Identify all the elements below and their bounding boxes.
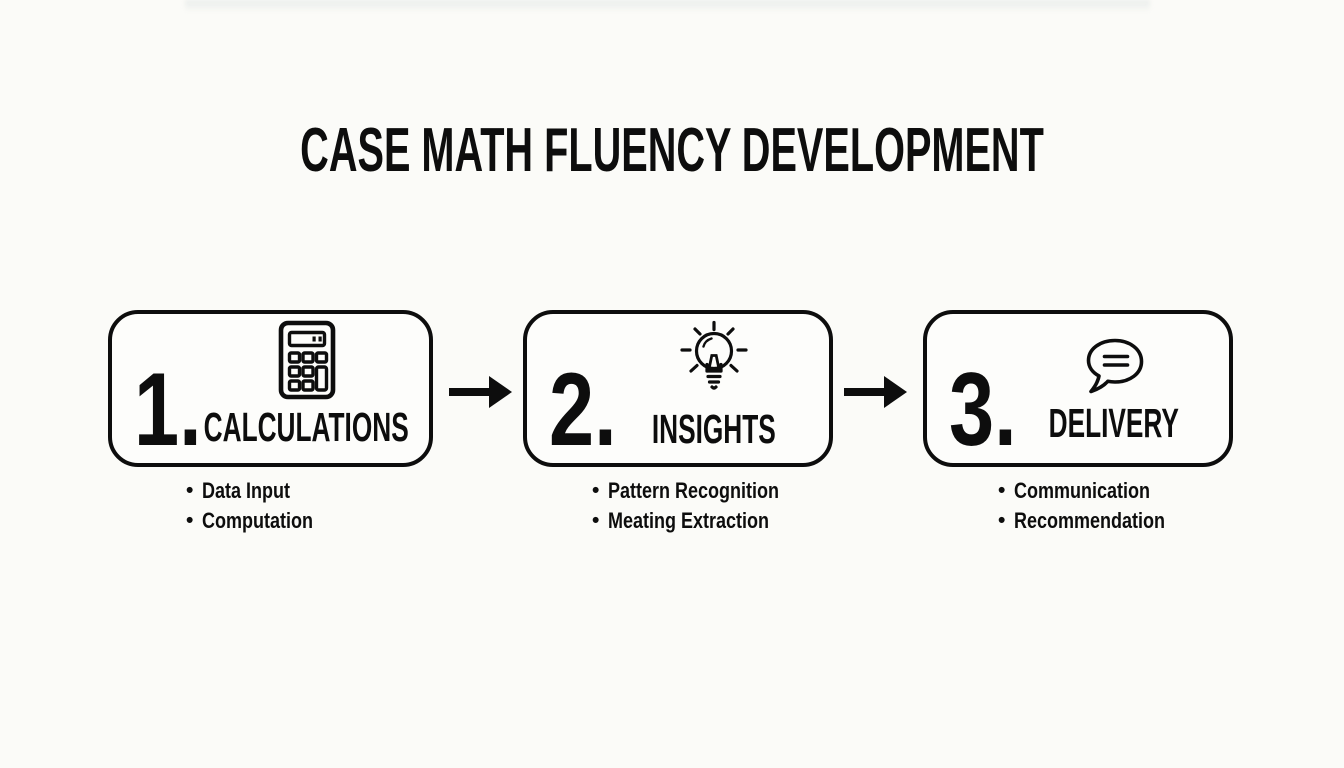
step-card-delivery: 3. DELIVERY: [923, 310, 1233, 467]
step-bullets-insights: • Pattern Recognition • Meating Extracti…: [592, 478, 822, 540]
calculator-icon: [278, 320, 336, 400]
bullet-text: Computation: [202, 507, 314, 533]
step-label-calculations: CALCULATIONS: [203, 404, 410, 450]
page-title: CASE MATH FLUENCY DEVELOPMENT: [0, 120, 1344, 182]
bullet-text: Data Input: [202, 478, 291, 503]
bullet-item: • Pattern Recognition: [592, 478, 822, 510]
right-arrow-icon: [449, 376, 512, 408]
bullet-dot: •: [998, 479, 1006, 502]
bullet-dot: •: [592, 479, 600, 502]
top-edge-artifact: [185, 0, 1150, 13]
step-bullets-delivery: • Communication • Recommendation: [998, 478, 1203, 540]
step-number-1: 1.: [134, 352, 202, 469]
step-card-insights: 2.: [523, 310, 833, 467]
bullet-item: • Recommendation: [998, 507, 1203, 540]
bullet-item: • Computation: [186, 507, 341, 540]
step-label-insights: INSIGHTS: [652, 406, 776, 452]
bullet-dot: •: [186, 479, 194, 502]
step-content-1: CALCULATIONS: [192, 320, 421, 459]
step-content-3: DELIVERY: [1007, 320, 1221, 459]
bullet-text: Meating Extraction: [608, 507, 770, 533]
right-arrow-icon: [844, 376, 907, 408]
bullet-dot: •: [998, 508, 1006, 532]
step-number-2: 2.: [549, 352, 617, 469]
bullet-dot: •: [186, 508, 194, 532]
bullet-text: Recommendation: [1014, 507, 1166, 533]
lightbulb-icon: [674, 320, 754, 402]
step-content-2: INSIGHTS: [607, 320, 821, 459]
bullet-dot: •: [592, 508, 600, 532]
bullet-text: Communication: [1014, 478, 1151, 503]
step-bullets-calculations: • Data Input • Computation: [186, 478, 341, 540]
step-card-calculations: 1. CALCULATIONS: [108, 310, 433, 467]
speech-bubble-icon: [1082, 336, 1146, 396]
bullet-item: • Meating Extraction: [592, 507, 822, 540]
step-label-delivery: DELIVERY: [1048, 400, 1180, 446]
step-number-3: 3.: [949, 352, 1017, 469]
bullet-item: • Communication: [998, 478, 1203, 510]
bullet-text: Pattern Recognition: [608, 478, 780, 503]
page-title-text: CASE MATH FLUENCY DEVELOPMENT: [300, 116, 1044, 185]
bullet-item: • Data Input: [186, 478, 341, 510]
